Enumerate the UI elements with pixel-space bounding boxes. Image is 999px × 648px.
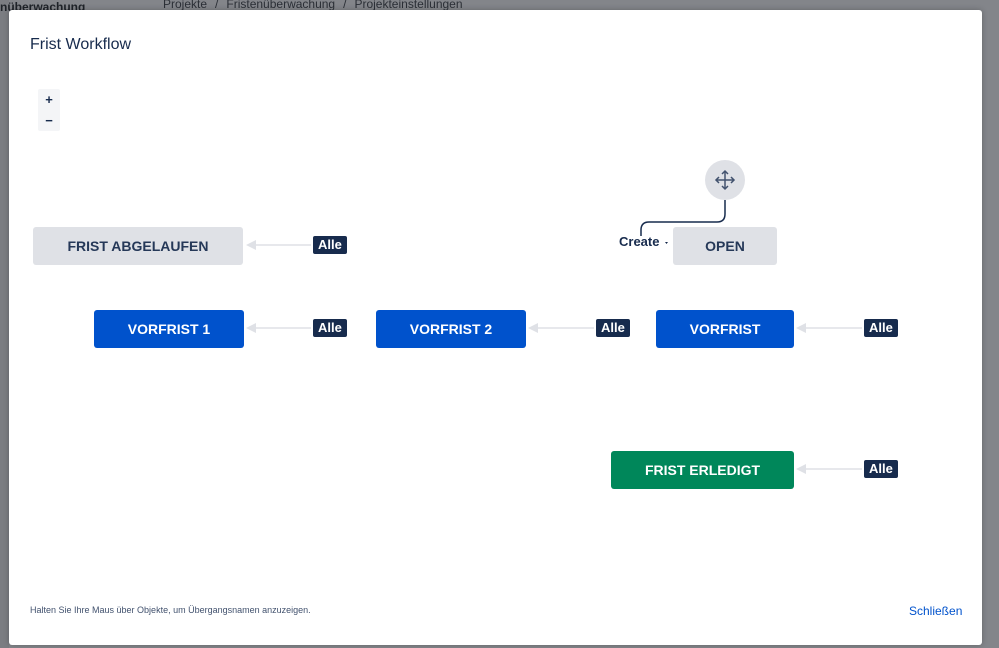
- create-transition-label: Create: [619, 234, 660, 249]
- workflow-dialog: Frist Workflow: [9, 10, 982, 645]
- status-vorfrist[interactable]: VORFRIST: [656, 310, 794, 348]
- global-transition-badge[interactable]: Alle: [313, 319, 347, 337]
- workflow-diagram: Create FRIST ABGELAUFEN OPEN VORFRIST 1 …: [9, 10, 982, 645]
- initial-node[interactable]: [705, 160, 745, 200]
- status-vorfrist-2[interactable]: VORFRIST 2: [376, 310, 526, 348]
- status-frist-abgelaufen[interactable]: FRIST ABGELAUFEN: [33, 227, 243, 265]
- zoom-out-button[interactable]: −: [45, 113, 53, 128]
- move-icon: [714, 169, 736, 191]
- status-frist-erledigt[interactable]: FRIST ERLEDIGT: [611, 451, 794, 489]
- transition-arrows: [246, 200, 862, 474]
- zoom-in-button[interactable]: +: [45, 92, 53, 107]
- status-open[interactable]: OPEN: [673, 227, 777, 265]
- status-vorfrist-1[interactable]: VORFRIST 1: [94, 310, 244, 348]
- global-transition-badge[interactable]: Alle: [313, 236, 347, 254]
- global-transition-badge[interactable]: Alle: [864, 460, 898, 478]
- breadcrumb-item[interactable]: Projekte: [163, 0, 208, 11]
- create-transition-line: [640, 200, 726, 236]
- breadcrumb-item[interactable]: Projekteinstellungen: [354, 0, 463, 11]
- background-sidebar: nüberwachung: [0, 0, 85, 648]
- dialog-title: Frist Workflow: [30, 36, 132, 53]
- footer-hint-text: Halten Sie Ihre Maus über Objekte, um Üb…: [30, 605, 311, 615]
- global-transition-badge[interactable]: Alle: [864, 319, 898, 337]
- breadcrumb: Projekte/Fristenüberwachung/Projekteinst…: [163, 0, 463, 11]
- breadcrumb-item[interactable]: Fristenüberwachung: [226, 0, 336, 11]
- close-button[interactable]: Schließen: [909, 604, 963, 618]
- zoom-controls: + −: [38, 89, 60, 131]
- global-transition-badge[interactable]: Alle: [596, 319, 630, 337]
